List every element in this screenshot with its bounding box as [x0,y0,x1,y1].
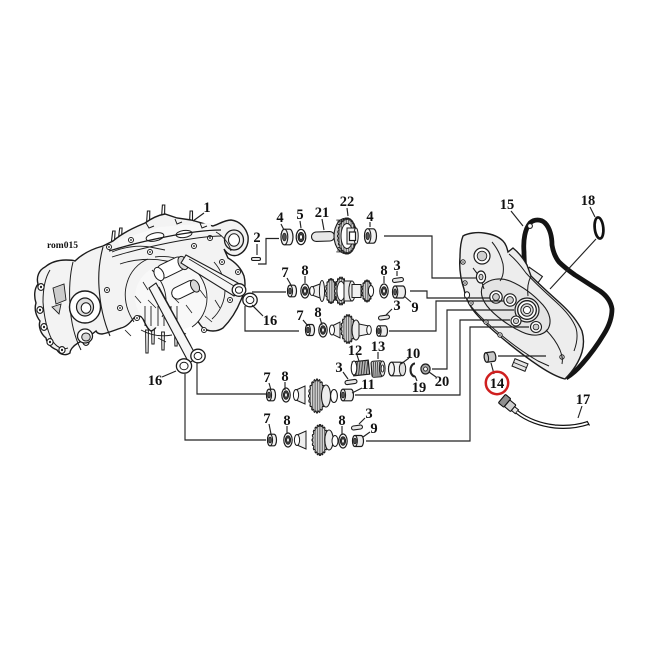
svg-text:10: 10 [406,346,421,362]
svg-text:7: 7 [263,411,270,427]
svg-text:19: 19 [412,380,427,396]
svg-text:rom015: rom015 [47,241,78,251]
svg-text:11: 11 [361,377,375,393]
svg-text:5: 5 [296,207,303,223]
svg-text:1: 1 [203,200,210,216]
svg-text:3: 3 [365,406,372,422]
svg-text:8: 8 [314,305,321,321]
svg-text:21: 21 [315,205,330,221]
svg-text:16: 16 [148,373,163,389]
svg-text:13: 13 [371,339,386,355]
svg-text:3: 3 [335,360,342,376]
svg-text:17: 17 [576,392,591,408]
svg-text:8: 8 [281,369,288,385]
svg-text:9: 9 [411,300,418,316]
svg-text:7: 7 [281,265,288,281]
svg-text:4: 4 [276,210,283,226]
svg-text:4: 4 [366,209,373,225]
svg-text:9: 9 [370,421,377,437]
svg-text:20: 20 [435,374,450,390]
svg-text:14: 14 [490,376,505,392]
svg-text:7: 7 [263,370,270,386]
svg-text:3: 3 [393,258,400,274]
svg-text:8: 8 [283,413,290,429]
svg-text:2: 2 [253,230,260,246]
svg-text:8: 8 [338,413,345,429]
svg-text:22: 22 [340,194,355,210]
svg-text:16: 16 [263,313,278,329]
svg-text:8: 8 [301,263,308,279]
svg-text:3: 3 [393,298,400,314]
svg-text:12: 12 [348,343,363,359]
svg-text:18: 18 [581,193,596,209]
svg-text:15: 15 [500,197,515,213]
svg-text:8: 8 [380,263,387,279]
svg-text:7: 7 [296,308,303,324]
